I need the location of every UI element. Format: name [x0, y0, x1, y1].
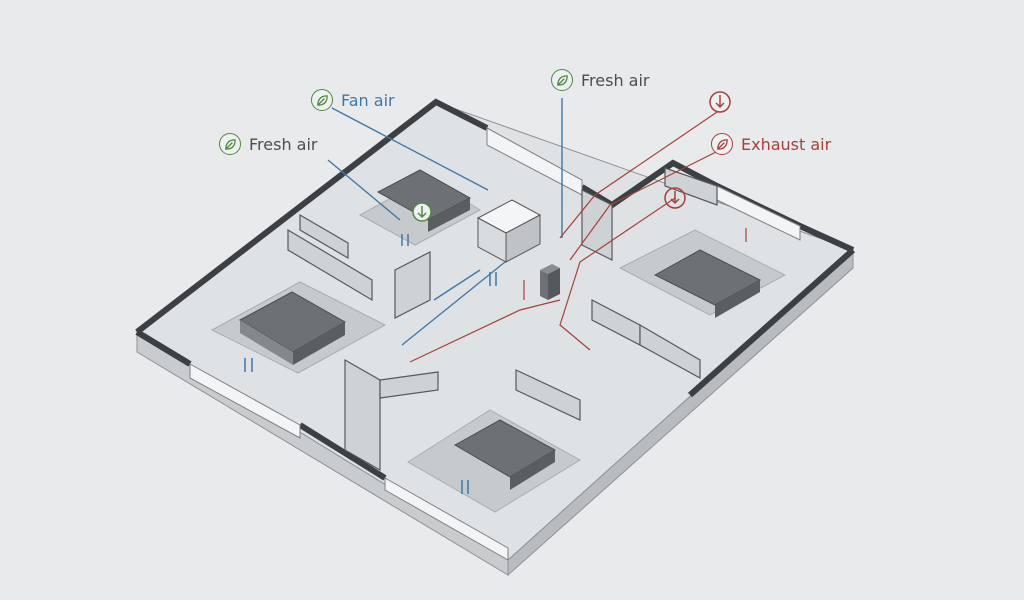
- arrow-down-icon: [412, 202, 432, 222]
- arrow-down-icon: [709, 91, 731, 113]
- window-front-left: [189, 363, 301, 439]
- supply-air-lines: [327, 98, 563, 346]
- outer-wall-front-left: [135, 329, 192, 367]
- interior-walls: [287, 167, 718, 472]
- bed-right: [653, 249, 762, 318]
- bed-left: [238, 291, 347, 365]
- fresh-air-text: Fresh air: [581, 70, 650, 90]
- outer-wall-top-left: [135, 98, 489, 335]
- outer-wall-front-mid: [298, 422, 387, 481]
- fan-air-text: Fan air: [341, 90, 395, 110]
- arrow-down-icon: [664, 187, 686, 209]
- leaf-icon: [311, 89, 333, 111]
- exhaust-air-text: Exhaust air: [741, 134, 832, 154]
- fresh-air-label-left: Fresh air: [219, 133, 318, 155]
- fan-air-label: Fan air: [311, 89, 395, 111]
- bed-top: [376, 169, 472, 232]
- fresh-air-label-top: Fresh air: [551, 69, 650, 91]
- vent-markers: [244, 234, 497, 494]
- exhaust-unit: [540, 264, 560, 300]
- leaf-icon: [551, 69, 573, 91]
- ventilation-unit: [476, 199, 542, 263]
- exhaust-air-label: Exhaust air: [711, 133, 831, 155]
- fresh-air-text: Fresh air: [249, 134, 318, 154]
- leaf-icon: [219, 133, 241, 155]
- bed-bottom: [453, 419, 557, 490]
- outer-wall-right: [688, 247, 855, 398]
- window-front-right: [384, 477, 509, 561]
- leaf-icon: [711, 133, 733, 155]
- exhaust-air-lines: [409, 109, 747, 363]
